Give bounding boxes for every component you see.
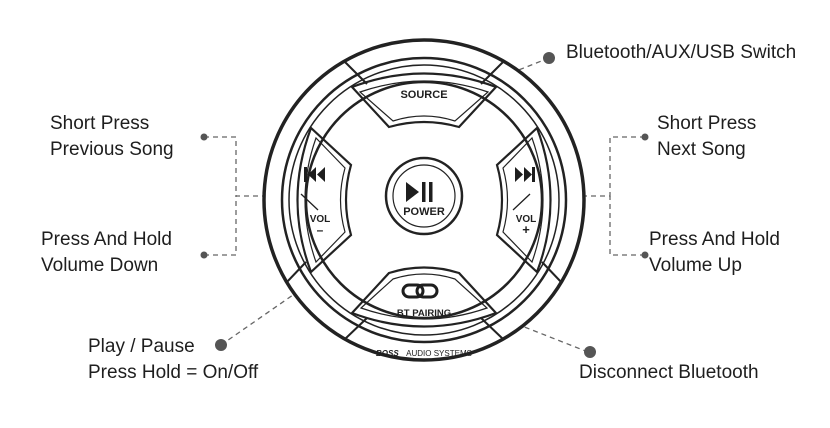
dot-play-pause <box>215 339 227 351</box>
label-vol-down-line1: Press And Hold <box>41 229 172 250</box>
label-vol-down-line2: Volume Down <box>41 255 159 276</box>
dot-next <box>641 133 649 141</box>
label-disconnect-bt: Disconnect Bluetooth <box>579 362 759 383</box>
leader-dots <box>200 52 649 358</box>
label-prev-short-line1: Short Press <box>50 113 150 134</box>
bt-pairing-button[interactable] <box>350 266 498 328</box>
link-icon <box>401 283 439 299</box>
button-plate <box>304 80 544 320</box>
vol-plus: + <box>522 222 530 237</box>
next-track-icon <box>515 167 535 182</box>
brand-mark: BOSS <box>376 349 399 358</box>
label-next-short-line2: Next Song <box>657 139 746 160</box>
outer-ring-notches <box>285 61 563 340</box>
label-next-short-line1: Short Press <box>657 113 757 134</box>
dot-prev <box>200 133 208 141</box>
inner-ring <box>288 64 560 336</box>
leader-prev <box>204 136 276 197</box>
source-text: SOURCE <box>400 89 447 101</box>
vol-slashes <box>300 193 531 211</box>
dot-disconnect <box>584 346 596 358</box>
dot-source <box>543 52 555 64</box>
label-vol-down-hold: Press And Hold Volume Down <box>41 227 172 279</box>
power-text: POWER <box>403 206 445 218</box>
leader-next <box>572 136 645 197</box>
leader-vol-up <box>609 196 645 256</box>
label-prev-short-line2: Previous Song <box>50 139 174 160</box>
vol-up-text: VOL <box>516 214 537 225</box>
next-vol-up-button[interactable] <box>495 126 552 274</box>
bt-pairing-text: BT PAIRING <box>397 308 451 319</box>
previous-track-icon <box>304 167 325 182</box>
label-vol-up-line1: Press And Hold <box>649 229 780 250</box>
middle-ring <box>280 56 568 344</box>
leader-vol-down <box>204 196 237 256</box>
prev-vol-down-button[interactable] <box>296 126 353 274</box>
label-play-pause: Play / Pause Press Hold = On/Off <box>88 334 258 386</box>
label-play-pause-line1: Play / Pause <box>88 336 195 357</box>
label-play-pause-line2: Press Hold = On/Off <box>88 362 259 383</box>
brand-logo: BOSS AUDIO SYSTEMS <box>376 343 472 360</box>
vol-minus: – <box>317 223 324 237</box>
label-vol-up-hold: Press And Hold Volume Up <box>649 227 780 279</box>
brand-text: AUDIO SYSTEMS <box>406 349 472 358</box>
label-prev-short: Short Press Previous Song <box>50 111 174 163</box>
dot-vol-up <box>641 251 649 259</box>
play-pause-icon <box>406 182 433 202</box>
label-source-switch: Bluetooth/AUX/USB Switch <box>566 42 797 63</box>
source-button[interactable] <box>350 72 498 129</box>
label-vol-up-line2: Volume Up <box>649 255 742 276</box>
label-next-short: Short Press Next Song <box>657 111 756 163</box>
dot-vol-down <box>200 251 208 259</box>
vol-down-text: VOL <box>310 214 331 225</box>
